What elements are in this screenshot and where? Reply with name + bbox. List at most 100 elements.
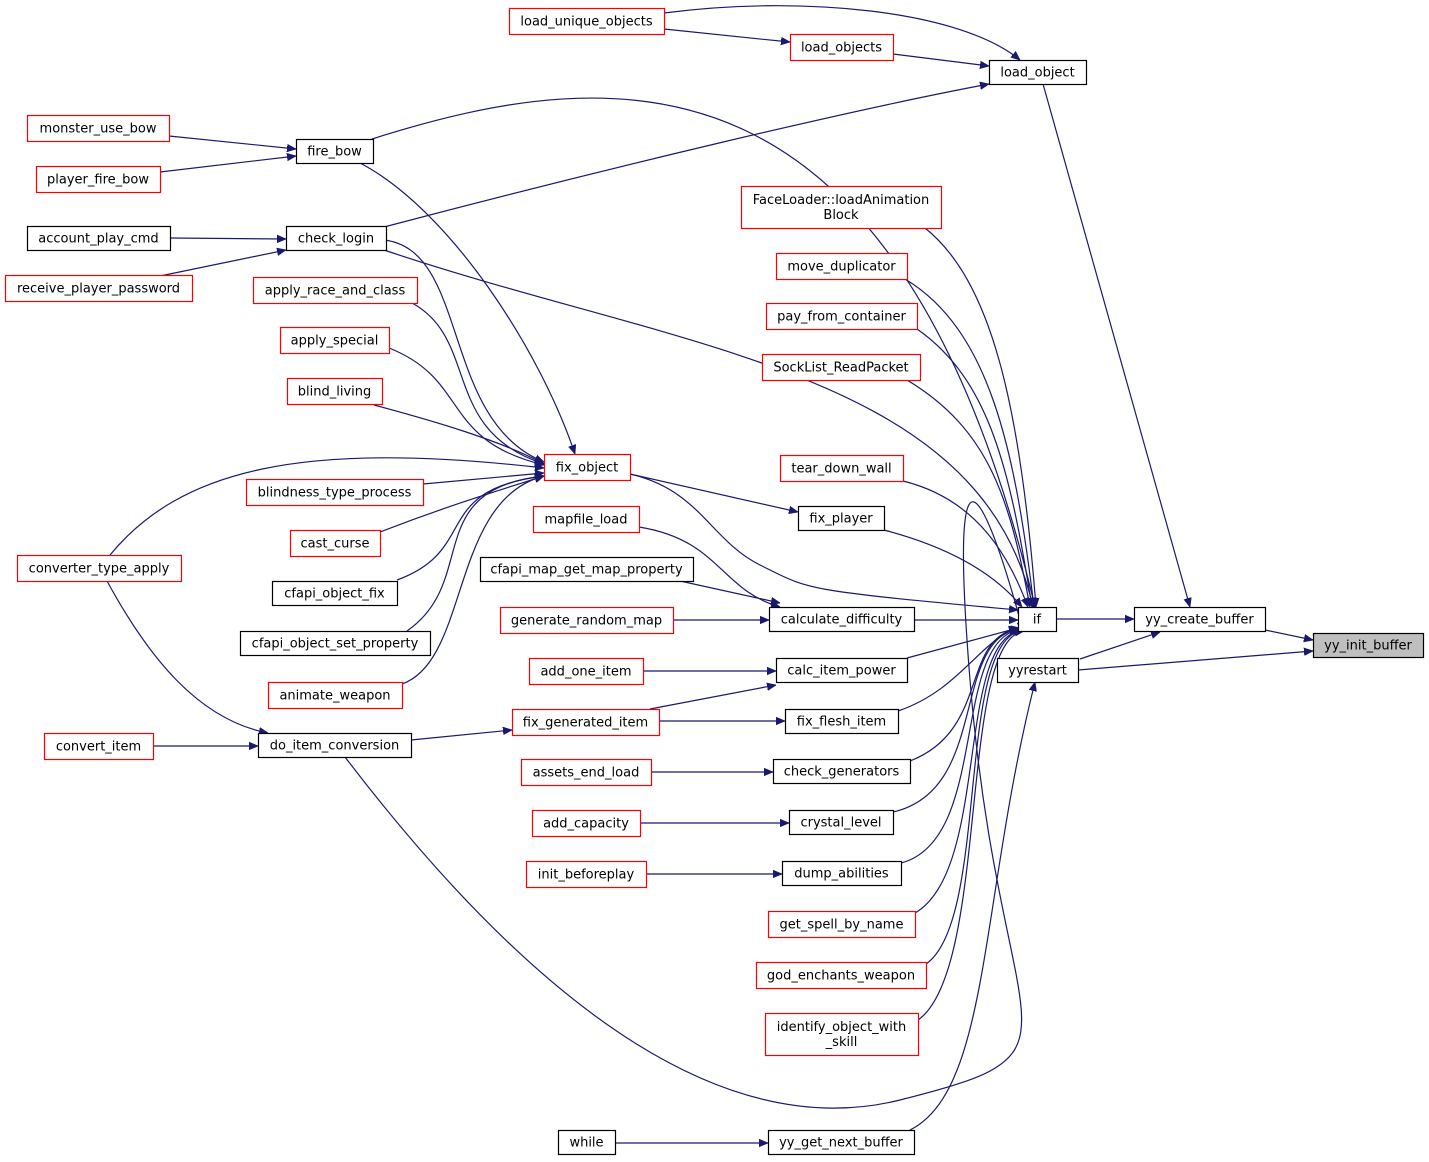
node-animate-weapon[interactable]: animate_weapon <box>267 681 404 710</box>
node-fix-player[interactable]: fix_player <box>797 505 886 532</box>
node-fix-generated-item[interactable]: fix_generated_item <box>511 708 661 737</box>
node-identify-object-with-skill[interactable]: identify_object_with_skill <box>764 1012 920 1057</box>
node-box <box>35 165 162 194</box>
node-SockList-ReadPacket[interactable]: SockList_ReadPacket <box>761 353 922 382</box>
node-check-login[interactable]: check_login <box>285 225 388 252</box>
node-cfapi-object-set-property[interactable]: cfapi_object_set_property <box>239 630 432 657</box>
node-load-unique-objects[interactable]: load_unique_objects <box>508 7 666 36</box>
edge-monster_use_bow-to-fire_bow <box>168 135 296 149</box>
node-box <box>286 377 384 406</box>
node-label: dump_abilities <box>794 867 889 882</box>
node-mapfile-load[interactable]: mapfile_load <box>532 505 641 534</box>
node-label: fix_generated_item <box>523 716 648 731</box>
edge-player_fire_bow-to-fire_bow <box>159 156 296 173</box>
node-load-object[interactable]: load_object <box>988 59 1088 86</box>
node-label: calc_item_power <box>787 664 896 679</box>
node-box <box>1133 606 1267 633</box>
edge-line <box>906 628 1018 659</box>
edge-line <box>169 238 286 239</box>
node-label: cast_curse <box>301 537 370 552</box>
node-if[interactable]: if <box>1017 606 1058 633</box>
node-label: Block <box>823 208 859 223</box>
node-box <box>765 302 919 331</box>
edge-god_enchants_weapon-to-if <box>925 630 1023 965</box>
node-box <box>764 1012 920 1057</box>
node-monster-use-bow[interactable]: monster_use_bow <box>26 114 171 143</box>
node-yy-get-next-buffer[interactable]: yy_get_next_buffer <box>767 1129 916 1156</box>
node-add-capacity[interactable]: add_capacity <box>531 809 642 838</box>
node-label: load_object <box>1000 66 1074 81</box>
node-yy-create-buffer[interactable]: yy_create_buffer <box>1133 606 1267 633</box>
node-blindness-type-process[interactable]: blindness_type_process <box>245 478 425 507</box>
node-check-generators[interactable]: check_generators <box>772 758 912 785</box>
node-label: yyrestart <box>1008 664 1067 679</box>
node-box <box>775 252 909 281</box>
node-fire-bow[interactable]: fire_bow <box>295 138 375 165</box>
edge-line <box>649 685 776 710</box>
node-calculate-difficulty[interactable]: calculate_difficulty <box>768 606 916 633</box>
edge-FaceLoader_loadAnimationBlock-to-if <box>924 227 1036 607</box>
node-tear-down-wall[interactable]: tear_down_wall <box>779 454 905 483</box>
node-apply-race-and-class[interactable]: apply_race_and_class <box>252 276 419 305</box>
node-yy-init-buffer[interactable]: yy_init_buffer <box>1312 632 1425 659</box>
node-box <box>772 758 912 785</box>
node-label: cfapi_object_fix <box>284 587 385 602</box>
edge-apply_race_and_class-to-fix_object <box>411 302 544 464</box>
node-box <box>239 630 432 657</box>
node-init-beforeplay[interactable]: init_beforeplay <box>525 860 648 889</box>
edge-load_object-to-yy_create_buffer <box>1042 83 1190 607</box>
node-add-one-item[interactable]: add_one_item <box>528 657 645 686</box>
node-label: fire_bow <box>307 145 362 160</box>
edge-line <box>916 328 1032 607</box>
node-convert-item[interactable]: convert_item <box>43 732 155 761</box>
node-label: apply_race_and_class <box>265 284 406 299</box>
node-while[interactable]: while <box>557 1129 617 1156</box>
node-account-play-cmd[interactable]: account_play_cmd <box>26 225 172 252</box>
node-generate-random-map[interactable]: generate_random_map <box>499 606 675 635</box>
node-box <box>479 556 695 583</box>
node-dump-abilities[interactable]: dump_abilities <box>781 860 903 887</box>
node-cfapi-object-fix[interactable]: cfapi_object_fix <box>271 580 399 607</box>
node-load-objects[interactable]: load_objects <box>789 33 895 62</box>
node-label: animate_weapon <box>279 689 390 704</box>
edge-line <box>1042 83 1190 607</box>
node-assets-end-load[interactable]: assets_end_load <box>520 758 653 787</box>
node-label: god_enchants_weapon <box>767 969 915 984</box>
node-label: check_login <box>298 232 374 247</box>
edge-cast_curse-to-fix_object <box>379 476 544 533</box>
node-receive-player-password[interactable]: receive_player_password <box>4 274 194 303</box>
nodes-layer: yy_init_buffer yy_create_buffer yyrestart i… <box>4 7 1425 1156</box>
node-fix-object[interactable]: fix_object <box>543 453 632 482</box>
node-pay-from-container[interactable]: pay_from_container <box>765 302 919 331</box>
node-box <box>784 708 900 735</box>
node-label: move_duplicator <box>787 260 896 275</box>
edge-line <box>383 239 544 463</box>
node-calc-item-power[interactable]: calc_item_power <box>775 657 909 684</box>
node-label: yy_init_buffer <box>1324 639 1412 654</box>
node-get-spell-by-name[interactable]: get_spell_by_name <box>767 910 917 939</box>
node-fix-flesh-item[interactable]: fix_flesh_item <box>784 708 900 735</box>
node-box <box>4 274 194 303</box>
node-player-fire-bow[interactable]: player_fire_bow <box>35 165 162 194</box>
node-move-duplicator[interactable]: move_duplicator <box>775 252 909 281</box>
node-box <box>508 7 666 36</box>
node-cast-curse[interactable]: cast_curse <box>289 529 382 558</box>
edge-fire_bow-to-if <box>371 97 1035 607</box>
node-crystal-level[interactable]: crystal_level <box>788 809 895 836</box>
node-box <box>557 1129 617 1156</box>
node-blind-living[interactable]: blind_living <box>286 377 384 406</box>
node-yyrestart[interactable]: yyrestart <box>996 657 1080 684</box>
node-cfapi-map-get-map-property[interactable]: cfapi_map_get_map_property <box>479 556 695 583</box>
edge-check_login-to-load_object <box>383 84 989 228</box>
edge-check_generators-to-if <box>909 628 1018 762</box>
node-box <box>252 276 419 305</box>
node-apply-special[interactable]: apply_special <box>279 326 391 355</box>
node-converter-type-apply[interactable]: converter_type_apply <box>16 554 183 583</box>
node-god-enchants-weapon[interactable]: god_enchants_weapon <box>755 961 928 990</box>
edge-line <box>924 227 1036 607</box>
node-box <box>532 505 641 534</box>
node-do-item-conversion[interactable]: do_item_conversion <box>257 732 413 759</box>
edge-line <box>914 630 1022 914</box>
